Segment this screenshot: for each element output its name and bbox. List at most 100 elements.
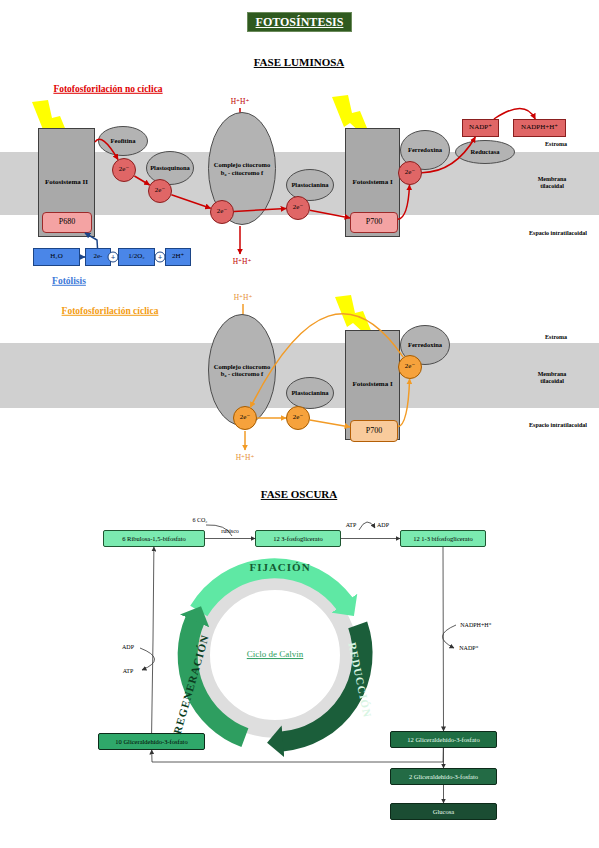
node-text: 10 Gliceraldehído-3-fosfato: [115, 738, 187, 745]
node-text: Plastocianina: [291, 181, 328, 188]
node-text: 2e⁻: [217, 208, 227, 216]
electron-circle: 2e⁻: [233, 406, 257, 430]
cycle-arc: [199, 568, 345, 611]
section-heading: FASE LUMINOSA: [254, 56, 345, 68]
protein-ellipse: Reductasa: [455, 140, 515, 164]
node-ellipse: [399, 162, 422, 185]
node-ellipse: [209, 113, 276, 225]
metabolite-box: 12 3-fosfoglicerato: [255, 530, 341, 547]
section-heading: FASE OSCURA: [261, 488, 338, 500]
proton-label: H⁺H⁺: [231, 98, 250, 106]
photosystem-box: Fotosistema IP700: [345, 330, 400, 440]
node-text: Ferredoxina: [408, 146, 442, 153]
process-heading: Fotofosforilación no cíclica: [53, 84, 162, 94]
electron-circle: 2e⁻: [210, 200, 234, 224]
process-heading: Fotólisis: [52, 276, 86, 286]
connector-arrow: [443, 748, 444, 768]
node-ellipse: [456, 141, 515, 164]
proton-label: H⁺H⁺: [233, 258, 252, 266]
node-text: 2e⁻: [405, 363, 415, 371]
reaction-center: P700: [350, 420, 398, 442]
reaction-center: P700: [350, 212, 398, 233]
connector-arrow: [494, 109, 535, 120]
node-ellipse: [211, 201, 234, 224]
metabolite-box: Glucosa: [390, 803, 497, 820]
node-ellipse: [147, 152, 194, 185]
node-text: 12 Gliceraldehído-3-fosfato: [407, 736, 479, 743]
photosystem-box: Fotosistema I P700: [345, 128, 400, 237]
node-text: NADP⁺: [469, 124, 492, 132]
node-ellipse: [287, 407, 310, 430]
connector-arrow: [152, 547, 154, 733]
cofactor-curve: [359, 522, 375, 530]
plus-sign: +: [155, 252, 166, 263]
connector-arrow: [310, 420, 350, 427]
protein-ellipse: Plastoquinona: [146, 151, 194, 185]
connector-arrow: [80, 256, 85, 258]
proton-arrow: [239, 226, 241, 254]
node-ellipse: [99, 127, 148, 156]
node-text: Reductasa: [471, 148, 500, 155]
node-text: Feofitina: [111, 137, 136, 144]
node-text: H₂O: [50, 253, 63, 261]
connector-arrow: [250, 314, 403, 408]
protein-ellipse: Feofitina: [98, 126, 148, 156]
photosystem-box: Fotosistema II P680: [38, 128, 95, 237]
node-ellipse: [399, 356, 422, 379]
node-ellipse: [149, 180, 172, 203]
connector-arrow: [85, 233, 98, 248]
protein-ellipse: Plastocianina: [286, 377, 334, 409]
title-box: FOTOSÍNTESIS: [247, 12, 352, 32]
edge-label: rubisco: [221, 528, 239, 534]
node-text: Plastocianina: [291, 389, 328, 396]
region-label: Espacio intratilacoidal: [529, 422, 587, 429]
region-label: Membrana tilacoidal: [527, 371, 577, 384]
cycle-title: Ciclo de Calvin: [247, 650, 304, 660]
connector-arrow: [341, 538, 400, 539]
electron-circle: 2e⁻: [148, 179, 172, 203]
node-text: Fotosistema II: [45, 179, 88, 187]
node-text: NADPH+H⁺: [521, 124, 558, 132]
connector-arrow: [95, 139, 118, 159]
node-text: 2e⁻: [405, 169, 415, 177]
node-text: 2e⁻: [155, 187, 165, 195]
cycle-stage: FIJACIÓN: [249, 561, 310, 573]
cofactor-curve: [140, 648, 155, 670]
node-ellipse: [287, 378, 334, 409]
node-text: 1/2O₂: [128, 253, 144, 261]
electron-circle: 2e⁻: [398, 161, 422, 185]
photolysis-box: 2H⁺: [165, 248, 191, 266]
node-text: 2e⁻: [240, 414, 250, 422]
connector-arrow: [398, 185, 410, 219]
connector-arrow: [171, 195, 210, 208]
reaction-center: P680: [42, 212, 92, 233]
metabolite-box: 6 Ribulosa-1,5-bifosfato: [103, 530, 205, 547]
cofactor-label: NADP⁺: [459, 645, 479, 652]
region-label: Membrana tilacoidal: [527, 176, 577, 189]
metabolite-box: 12 1-3 bifosfoglicerato: [400, 530, 486, 547]
electron-circle: 2e⁻: [112, 158, 136, 182]
cofactor-label: ATP: [123, 668, 134, 675]
node-text: Fotosistema I: [352, 179, 392, 187]
node-ellipse: [113, 159, 136, 182]
electron-circle: 2e⁻: [398, 355, 422, 379]
connector-arrow: [398, 379, 410, 427]
region-label: Espacio intratilacoidal: [529, 230, 587, 237]
photolysis-box: H₂O: [33, 248, 80, 266]
cofactor-label: ADP: [122, 644, 134, 651]
node-text: 2 Gliceraldehído-3-fosfato: [409, 773, 478, 780]
membrane-band: [0, 343, 599, 408]
node-text: 2e-: [94, 253, 103, 261]
node-text: 12 3-fosfoglicerato: [273, 535, 323, 542]
proton-label: H⁺H⁺: [234, 294, 253, 302]
connector-arrow: [152, 748, 444, 762]
proton-label: H⁺H⁺: [236, 454, 255, 462]
metabolite-box: 10 Gliceraldehído-3-fosfato: [98, 733, 205, 750]
electron-circle: 2e⁻: [286, 406, 310, 430]
connector-arrow: [443, 785, 444, 803]
connector-arrow: [443, 547, 445, 731]
node-text: 2e⁻: [293, 414, 303, 422]
connector-arrow: [257, 417, 286, 419]
title-text: FOTOSÍNTESIS: [256, 15, 344, 30]
node-ellipse: [234, 407, 257, 430]
